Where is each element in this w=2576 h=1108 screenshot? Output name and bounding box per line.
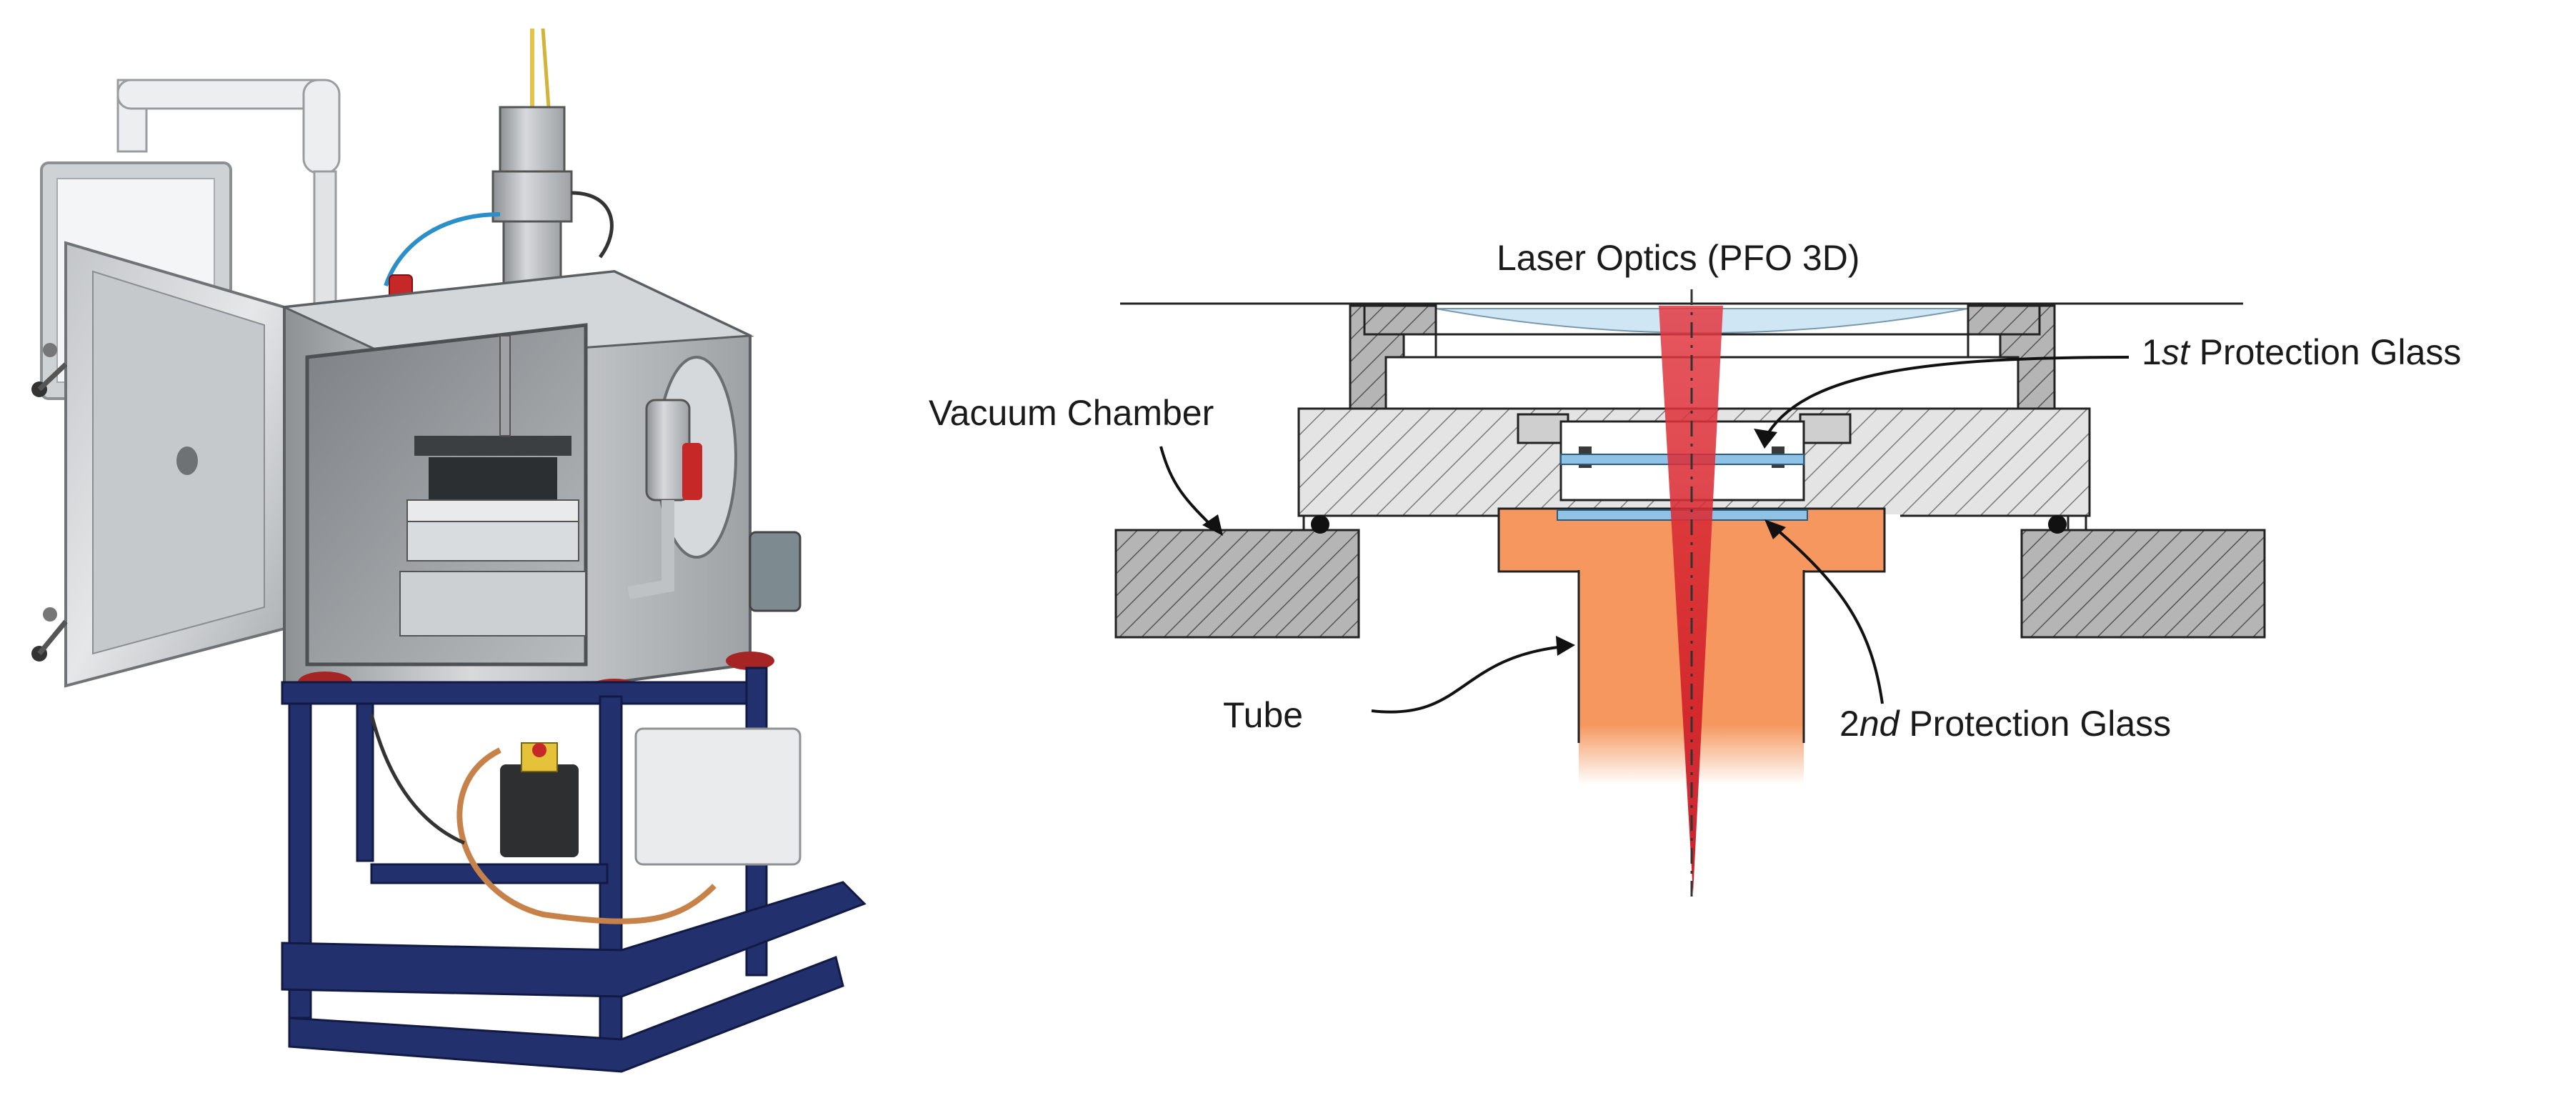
label-tube: Tube (1223, 695, 1303, 735)
label-laser-optics: Laser Optics (PFO 3D) (1497, 238, 1859, 278)
machine-illustration (31, 28, 867, 1073)
label-first-protection-glass: 1st Protection Glass (2142, 332, 2461, 372)
arrow-vacuum-chamber (1159, 446, 1216, 530)
label-vacuum-chamber: Vacuum Chamber (929, 393, 1214, 433)
o-ring-seal-icon (1311, 515, 2067, 534)
cross-section-diagram: Laser Optics (PFO 3D) 1st Protection Gla… (929, 238, 2461, 897)
label-second-protection-glass: 2nd Protection Glass (1839, 704, 2171, 744)
laser-head (384, 28, 614, 308)
arrow-second-glass (1770, 524, 1884, 704)
vacuum-pump (369, 714, 802, 924)
support-frame (281, 667, 867, 1073)
leader-arrows (1159, 356, 2130, 714)
vacuum-chamber-wall (1114, 529, 2266, 639)
arrow-tube (1371, 645, 1565, 714)
arrow-first-glass (1763, 356, 2130, 440)
vacuum-chamber-box (280, 269, 802, 688)
chamber-door (31, 241, 286, 688)
